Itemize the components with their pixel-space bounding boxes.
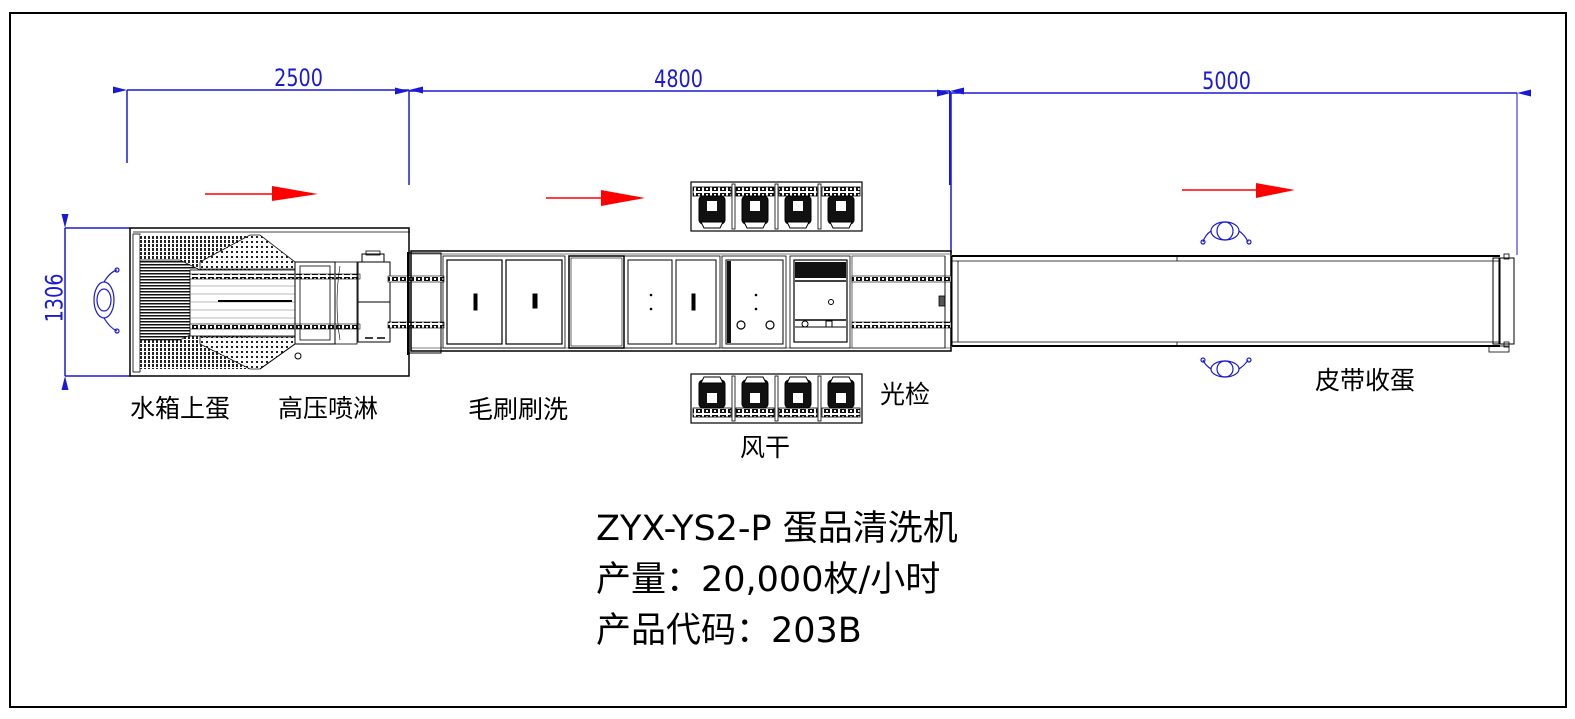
station-label-light-inspection: 光检	[880, 380, 931, 409]
station-label-belt-collection: 皮带收蛋	[1315, 366, 1416, 395]
dimension-label-1306: 1306	[40, 273, 69, 323]
dimension-5000	[937, 89, 1531, 255]
station-label-water-tank-loading: 水箱上蛋	[130, 394, 231, 423]
dimension-label-2500: 2500	[274, 64, 323, 92]
station-label-high-pressure-spray: 高压喷淋	[278, 394, 379, 423]
view-eye-icon-top	[1200, 221, 1252, 245]
dimension-label-5000: 5000	[1202, 67, 1251, 95]
spec-product-code: 产品代码：203B	[596, 611, 862, 651]
air-dryer-fans-top	[690, 181, 863, 232]
flow-arrow-1	[205, 186, 318, 201]
fan-unit	[692, 376, 732, 418]
flow-arrow-2	[546, 190, 645, 206]
station-label-air-drying: 风干	[740, 433, 791, 462]
view-eye-icon-bottom	[1200, 357, 1252, 378]
fan-unit	[692, 186, 732, 229]
spec-model: ZYX-YS2-P 蛋品清洗机	[596, 509, 958, 549]
view-eye-icon-left	[93, 267, 120, 334]
fan-unit	[735, 376, 775, 418]
fan-unit	[821, 186, 861, 229]
dimension-4800	[395, 87, 964, 185]
air-dryer-fans-bottom	[690, 373, 863, 424]
belt-conveyor-module	[951, 253, 1515, 353]
water-tank-module	[129, 227, 410, 377]
fan-unit	[735, 186, 775, 229]
fan-unit	[778, 376, 818, 418]
station-label-brush-washing: 毛刷刷洗	[468, 395, 569, 424]
brush-washing-module	[410, 250, 952, 352]
flow-arrow-3	[1182, 183, 1295, 198]
dimension-1306	[61, 214, 130, 390]
spec-capacity: 产量：20,000枚/小时	[596, 560, 941, 600]
dimension-label-4800: 4800	[654, 65, 703, 93]
transfer-conveyor	[387, 252, 445, 355]
dimension-2500	[113, 86, 423, 185]
fan-unit	[778, 186, 818, 229]
fan-unit	[821, 376, 861, 418]
drawing-frame	[9, 12, 1567, 708]
